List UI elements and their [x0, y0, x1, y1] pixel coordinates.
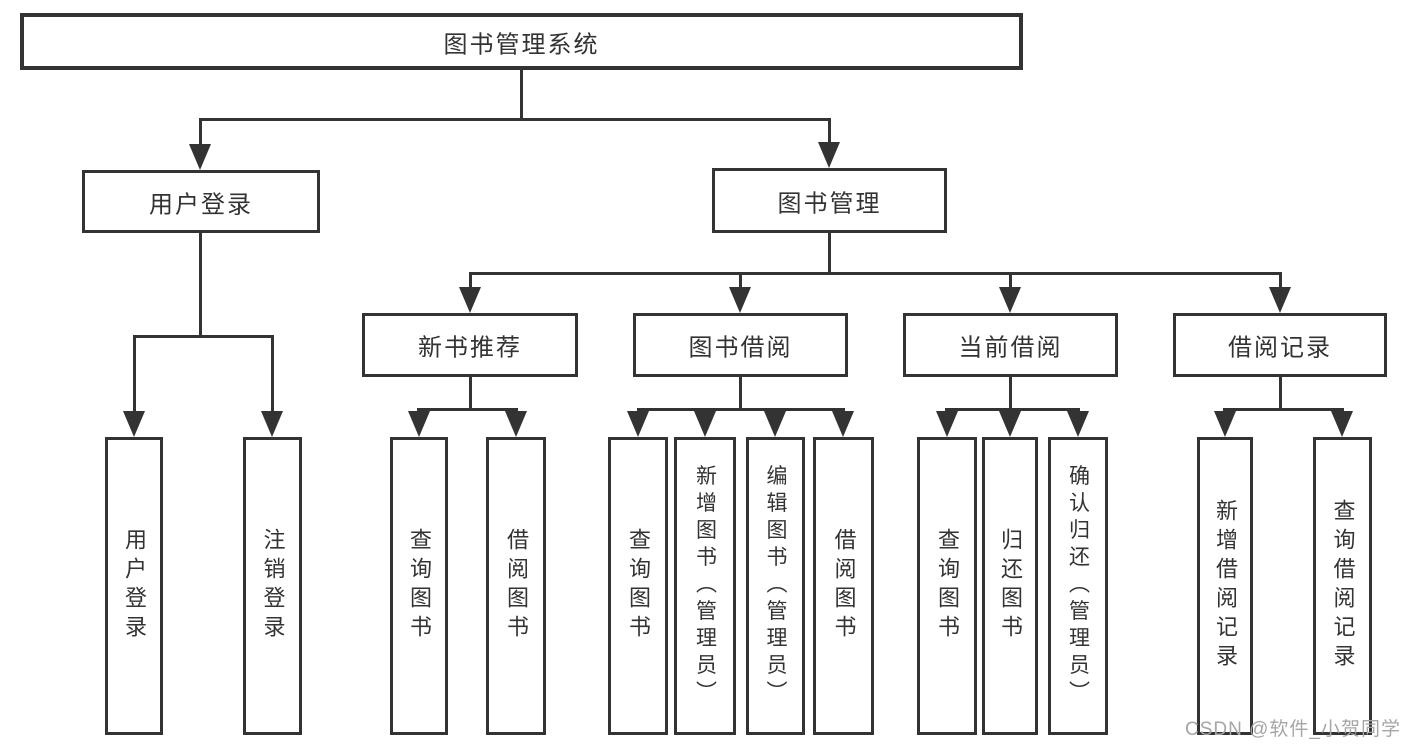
node-book-borrowing: 图书借阅 [633, 313, 848, 377]
leaf-node-borrow-books-recommend: 借阅图书 [486, 437, 546, 735]
leaf-node-add-books-admin: 新增图书（管理员） [674, 437, 736, 735]
arrowhead [1269, 287, 1291, 313]
arrowhead [694, 411, 716, 437]
connector [637, 408, 845, 411]
node-book-borrowing-label: 图书借阅 [688, 334, 793, 362]
arrowhead [999, 411, 1021, 437]
connector [199, 118, 202, 146]
leaf-node-query-borrow-record: 查询借阅记录 [1313, 437, 1372, 735]
leaf-node-query-books-current: 查询图书 [917, 437, 977, 735]
leaf-label: 编辑图书（管理员） [764, 464, 787, 708]
connector [1009, 377, 1012, 408]
connector [417, 408, 518, 411]
connector [469, 272, 472, 289]
arrowhead [936, 411, 958, 437]
leaf-node-edit-books-admin: 编辑图书（管理员） [746, 437, 805, 735]
leaf-node-borrow-books: 借阅图书 [813, 437, 874, 735]
node-new-book-recommend-label: 新书推荐 [418, 334, 522, 362]
connector [199, 233, 202, 335]
connector [739, 377, 742, 408]
leaf-label: 用户登录 [122, 528, 147, 644]
arrowhead [189, 144, 211, 170]
node-book-management: 图书管理 [712, 168, 947, 233]
connector [520, 70, 523, 118]
leaf-label: 查询图书 [626, 528, 651, 644]
arrowhead [729, 287, 751, 313]
leaf-label: 新增借阅记录 [1213, 499, 1238, 673]
arrowhead [459, 287, 481, 313]
connector [133, 335, 136, 411]
connector [1223, 408, 1344, 411]
connector [469, 272, 1281, 275]
arrowhead [123, 411, 145, 437]
connector [199, 118, 831, 121]
node-new-book-recommend: 新书推荐 [362, 313, 578, 377]
leaf-node-user-login: 用户登录 [105, 437, 163, 735]
watermark: CSDN @软件_小贺同学 [1185, 719, 1401, 740]
arrowhead [261, 411, 283, 437]
node-current-borrowing-label: 当前借阅 [958, 334, 1063, 362]
node-current-borrowing: 当前借阅 [903, 313, 1118, 377]
leaf-node-return-books: 归还图书 [982, 437, 1038, 735]
connector [828, 118, 831, 144]
arrowhead [505, 411, 527, 437]
arrowhead [1331, 411, 1353, 437]
leaf-label: 注销登录 [260, 528, 286, 644]
arrowhead [627, 411, 649, 437]
leaf-node-confirm-return-admin: 确认归还（管理员） [1048, 437, 1108, 735]
leaf-node-add-borrow-record: 新增借阅记录 [1197, 437, 1253, 735]
leaf-label: 归还图书 [998, 528, 1023, 644]
connector [1279, 272, 1282, 289]
leaf-label: 查询图书 [935, 528, 960, 644]
arrowhead [1067, 411, 1089, 437]
connector [945, 408, 1080, 411]
connector [271, 335, 274, 411]
node-user-login: 用户登录 [82, 170, 320, 233]
leaf-node-query-books-borrowing: 查询图书 [608, 437, 668, 735]
leaf-label: 查询图书 [407, 528, 432, 644]
arrowhead [832, 411, 854, 437]
connector [828, 233, 831, 272]
leaf-label: 确认归还（管理员） [1066, 464, 1090, 708]
leaf-label: 新增图书（管理员） [693, 464, 717, 708]
node-user-login-label: 用户登录 [149, 191, 253, 218]
node-book-management-label: 图书管理 [777, 190, 882, 217]
connector [133, 335, 274, 338]
leaf-label: 借阅图书 [504, 528, 529, 644]
node-borrowing-records-label: 借阅记录 [1228, 334, 1332, 362]
connector [469, 377, 472, 408]
connector [1279, 377, 1282, 408]
node-root: 图书管理系统 [20, 13, 1023, 70]
leaf-label: 借阅图书 [831, 528, 857, 644]
arrowhead [1214, 411, 1236, 437]
arrowhead [764, 411, 786, 437]
leaf-label: 查询借阅记录 [1330, 499, 1356, 673]
leaf-node-logout: 注销登录 [243, 437, 302, 735]
connector [1009, 272, 1012, 289]
node-root-label: 图书管理系统 [443, 31, 600, 58]
arrowhead [408, 411, 430, 437]
arrowhead [818, 142, 840, 168]
connector [739, 272, 742, 289]
arrowhead [999, 287, 1021, 313]
leaf-node-query-books-recommend: 查询图书 [390, 437, 448, 735]
node-borrowing-records: 借阅记录 [1173, 313, 1387, 377]
